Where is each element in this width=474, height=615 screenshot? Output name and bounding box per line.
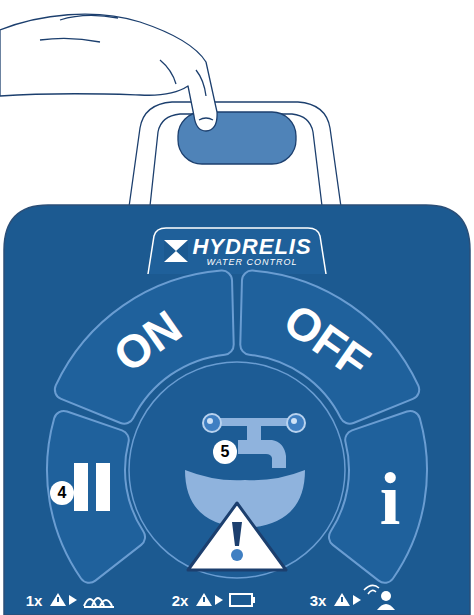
brand-name: HYDRELIS	[192, 235, 311, 258]
small-arrow	[69, 595, 77, 605]
fingernail	[199, 118, 213, 120]
center-disc	[129, 362, 345, 578]
led	[203, 414, 221, 432]
service-icon	[364, 585, 395, 610]
small-warning	[334, 593, 350, 606]
small-warning	[196, 593, 212, 606]
led-glint	[291, 418, 297, 424]
logo-banner	[148, 228, 326, 274]
battery-icon	[230, 594, 252, 606]
panel-body	[4, 205, 470, 615]
device-body	[128, 102, 342, 214]
warning-button	[188, 503, 286, 570]
led-glint	[207, 418, 213, 424]
logo-box: HYDRELISWATER CONTROL	[188, 231, 315, 272]
small-arrow	[215, 595, 223, 605]
water-icon	[84, 598, 114, 607]
exclamation-bar	[232, 522, 242, 546]
hand-outline	[0, 14, 217, 131]
press-count: 3x	[310, 593, 327, 608]
exclamation-dot	[231, 549, 243, 561]
small-warning	[50, 593, 66, 606]
callout-disc	[213, 440, 237, 464]
press-count: 2x	[172, 593, 189, 608]
brand-tagline: WATER CONTROL	[192, 258, 311, 267]
callout-disc	[50, 481, 74, 505]
finger-crease	[196, 70, 206, 96]
hand-lines	[40, 15, 176, 84]
pause-bar	[96, 463, 110, 511]
led	[287, 414, 305, 432]
logo-icon	[164, 240, 188, 262]
info-button-shape	[329, 411, 427, 583]
pause-bar	[74, 463, 88, 511]
info-button: i	[376, 457, 405, 543]
press-count: 1x	[26, 593, 43, 608]
callout-number: 5	[221, 444, 230, 460]
button-label: i	[380, 461, 401, 539]
callout-number: 4	[58, 485, 67, 501]
pause-button-shape	[47, 411, 145, 583]
small-arrow	[353, 595, 361, 605]
